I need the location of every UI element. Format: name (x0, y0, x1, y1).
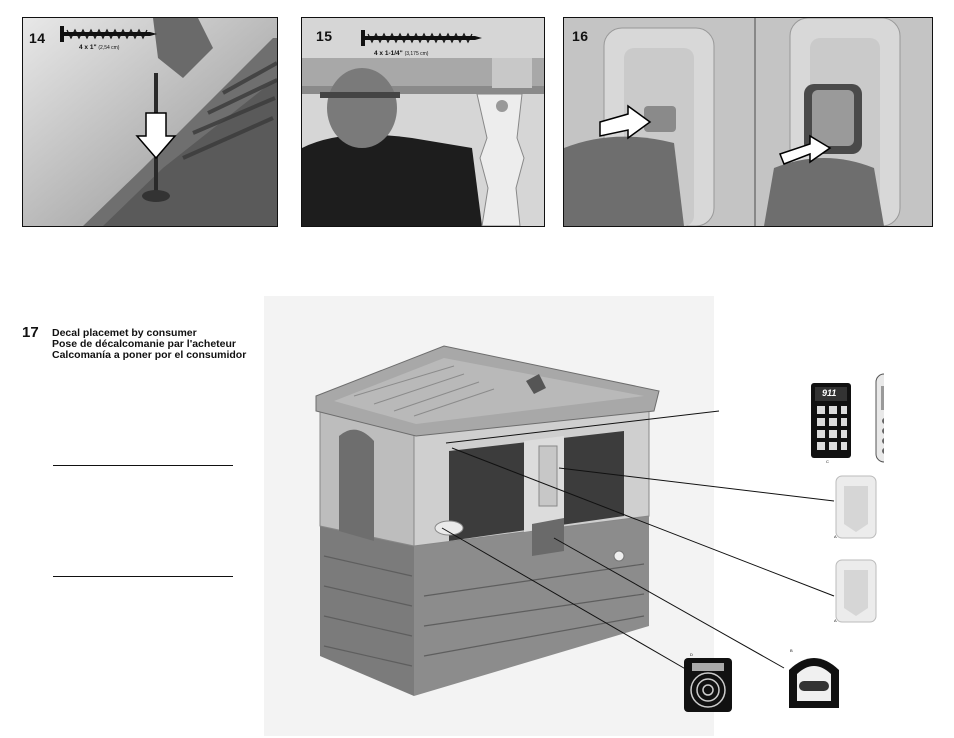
decal-line-es: Calcomanía a poner por el consumidor (52, 349, 247, 361)
step-16-panel: 16 (563, 17, 933, 227)
step-14-screw-size: 4 x 1" (2,54 cm) (79, 44, 119, 51)
step-15-number: 15 (316, 28, 333, 44)
step-15-photo (302, 18, 544, 226)
phone-holder-decal-2 (835, 559, 877, 623)
decal-code-d: D (690, 652, 693, 657)
keypad-decal (811, 383, 851, 458)
screw-size-label: 4 x 1" (79, 44, 97, 51)
screw-icon (60, 26, 157, 42)
step-14-photo (23, 18, 277, 226)
decal-line-fr: Pose de décalcomanie par l'acheteur (52, 338, 236, 350)
decal-code-c: C (826, 459, 829, 464)
step-15-panel: 15 4 x 1-1/4" (3,175 cm) (301, 17, 545, 227)
step-14-number: 14 (29, 30, 46, 46)
step-17-number: 17 (22, 324, 39, 341)
screw-icon (361, 30, 482, 46)
divider-line (53, 576, 233, 577)
step-15-screw-size: 4 x 1-1/4" (3,175 cm) (374, 50, 428, 57)
decal-line-en: Decal placemet by consumer (52, 327, 197, 339)
step-14-panel: 14 4 x 1" (2,54 cm) (22, 17, 278, 227)
decal-code-b: B (790, 648, 793, 653)
screw-size-label: 4 x 1-1/4" (374, 50, 403, 57)
screw-size-metric: (3,175 cm) (404, 51, 429, 57)
keypad-911-label: 911 (822, 388, 837, 398)
divider-line (53, 465, 233, 466)
decal-code-a2: A (834, 618, 837, 623)
screw-size-metric: (2,54 cm) (98, 45, 120, 51)
decal-instructions: Decal placemet by consumer Pose de décal… (52, 328, 246, 361)
mailbox-decal (789, 658, 839, 708)
phone-holder-decal-1 (835, 475, 877, 539)
phone-decal (875, 373, 884, 463)
playhouse-illustration (264, 296, 884, 736)
stove-decal (684, 658, 732, 712)
step-16-number: 16 (572, 28, 589, 44)
decal-code-a1: A (834, 534, 837, 539)
step-16-photo (564, 18, 932, 226)
